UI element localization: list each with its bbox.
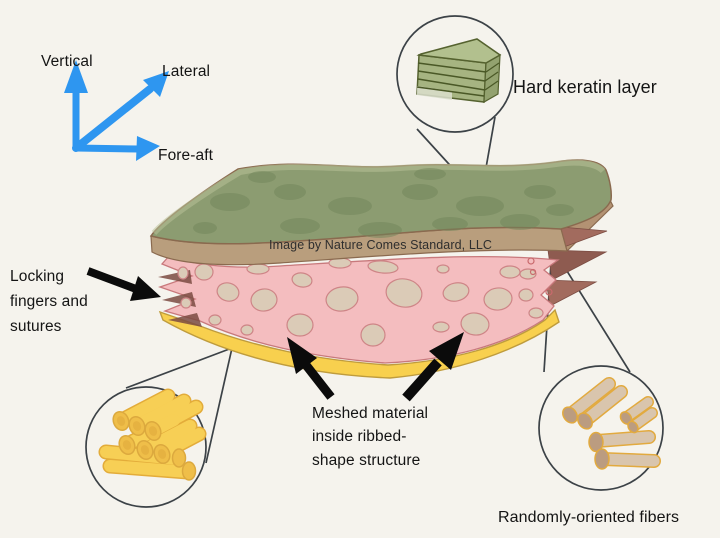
mesh-dots bbox=[527, 257, 553, 296]
random-fibers-callout bbox=[538, 365, 664, 491]
parallel-fibers-illustration bbox=[98, 388, 207, 481]
meshed-left-arrow bbox=[287, 337, 335, 400]
yellow-layer bbox=[158, 308, 560, 379]
beak-cross-section-illustration bbox=[149, 159, 614, 379]
locking-arrow bbox=[86, 267, 161, 301]
green-top-highlight bbox=[151, 159, 606, 236]
hard-keratin-layer-label: Hard keratin layer bbox=[513, 77, 657, 97]
foreaft-axis-arrow bbox=[72, 144, 142, 153]
mesh-blobs bbox=[177, 257, 544, 347]
meshed-material-label: Meshed material inside ribbed- shape str… bbox=[312, 405, 429, 469]
image-credit-text: Image by Nature Comes Standard, LLC bbox=[269, 238, 493, 252]
annotation-arrows bbox=[86, 267, 464, 402]
parallel-fibers-circle bbox=[85, 386, 207, 508]
keratin-callout bbox=[396, 15, 514, 133]
keratin-callout-circle bbox=[396, 15, 514, 133]
random-fibers-label: Randomly-oriented fibers bbox=[498, 509, 680, 526]
lateral-axis-arrow bbox=[72, 85, 154, 152]
vertical-axis-label: Vertical bbox=[41, 53, 93, 70]
foreaft-axis-label: Fore-aft bbox=[158, 147, 214, 164]
parallel-fibers-callout bbox=[85, 386, 207, 508]
locking-fingers-label: Locking fingers and sutures bbox=[10, 268, 88, 335]
green-mottle-texture bbox=[193, 168, 574, 238]
random-fibers-illustration bbox=[562, 377, 661, 470]
random-fibers-circle bbox=[538, 365, 664, 491]
axes-arrows bbox=[64, 60, 169, 161]
lateral-axis-label: Lateral bbox=[162, 63, 211, 80]
keratin-laminate-illustration bbox=[416, 38, 502, 104]
meshed-right-arrow bbox=[402, 332, 464, 402]
